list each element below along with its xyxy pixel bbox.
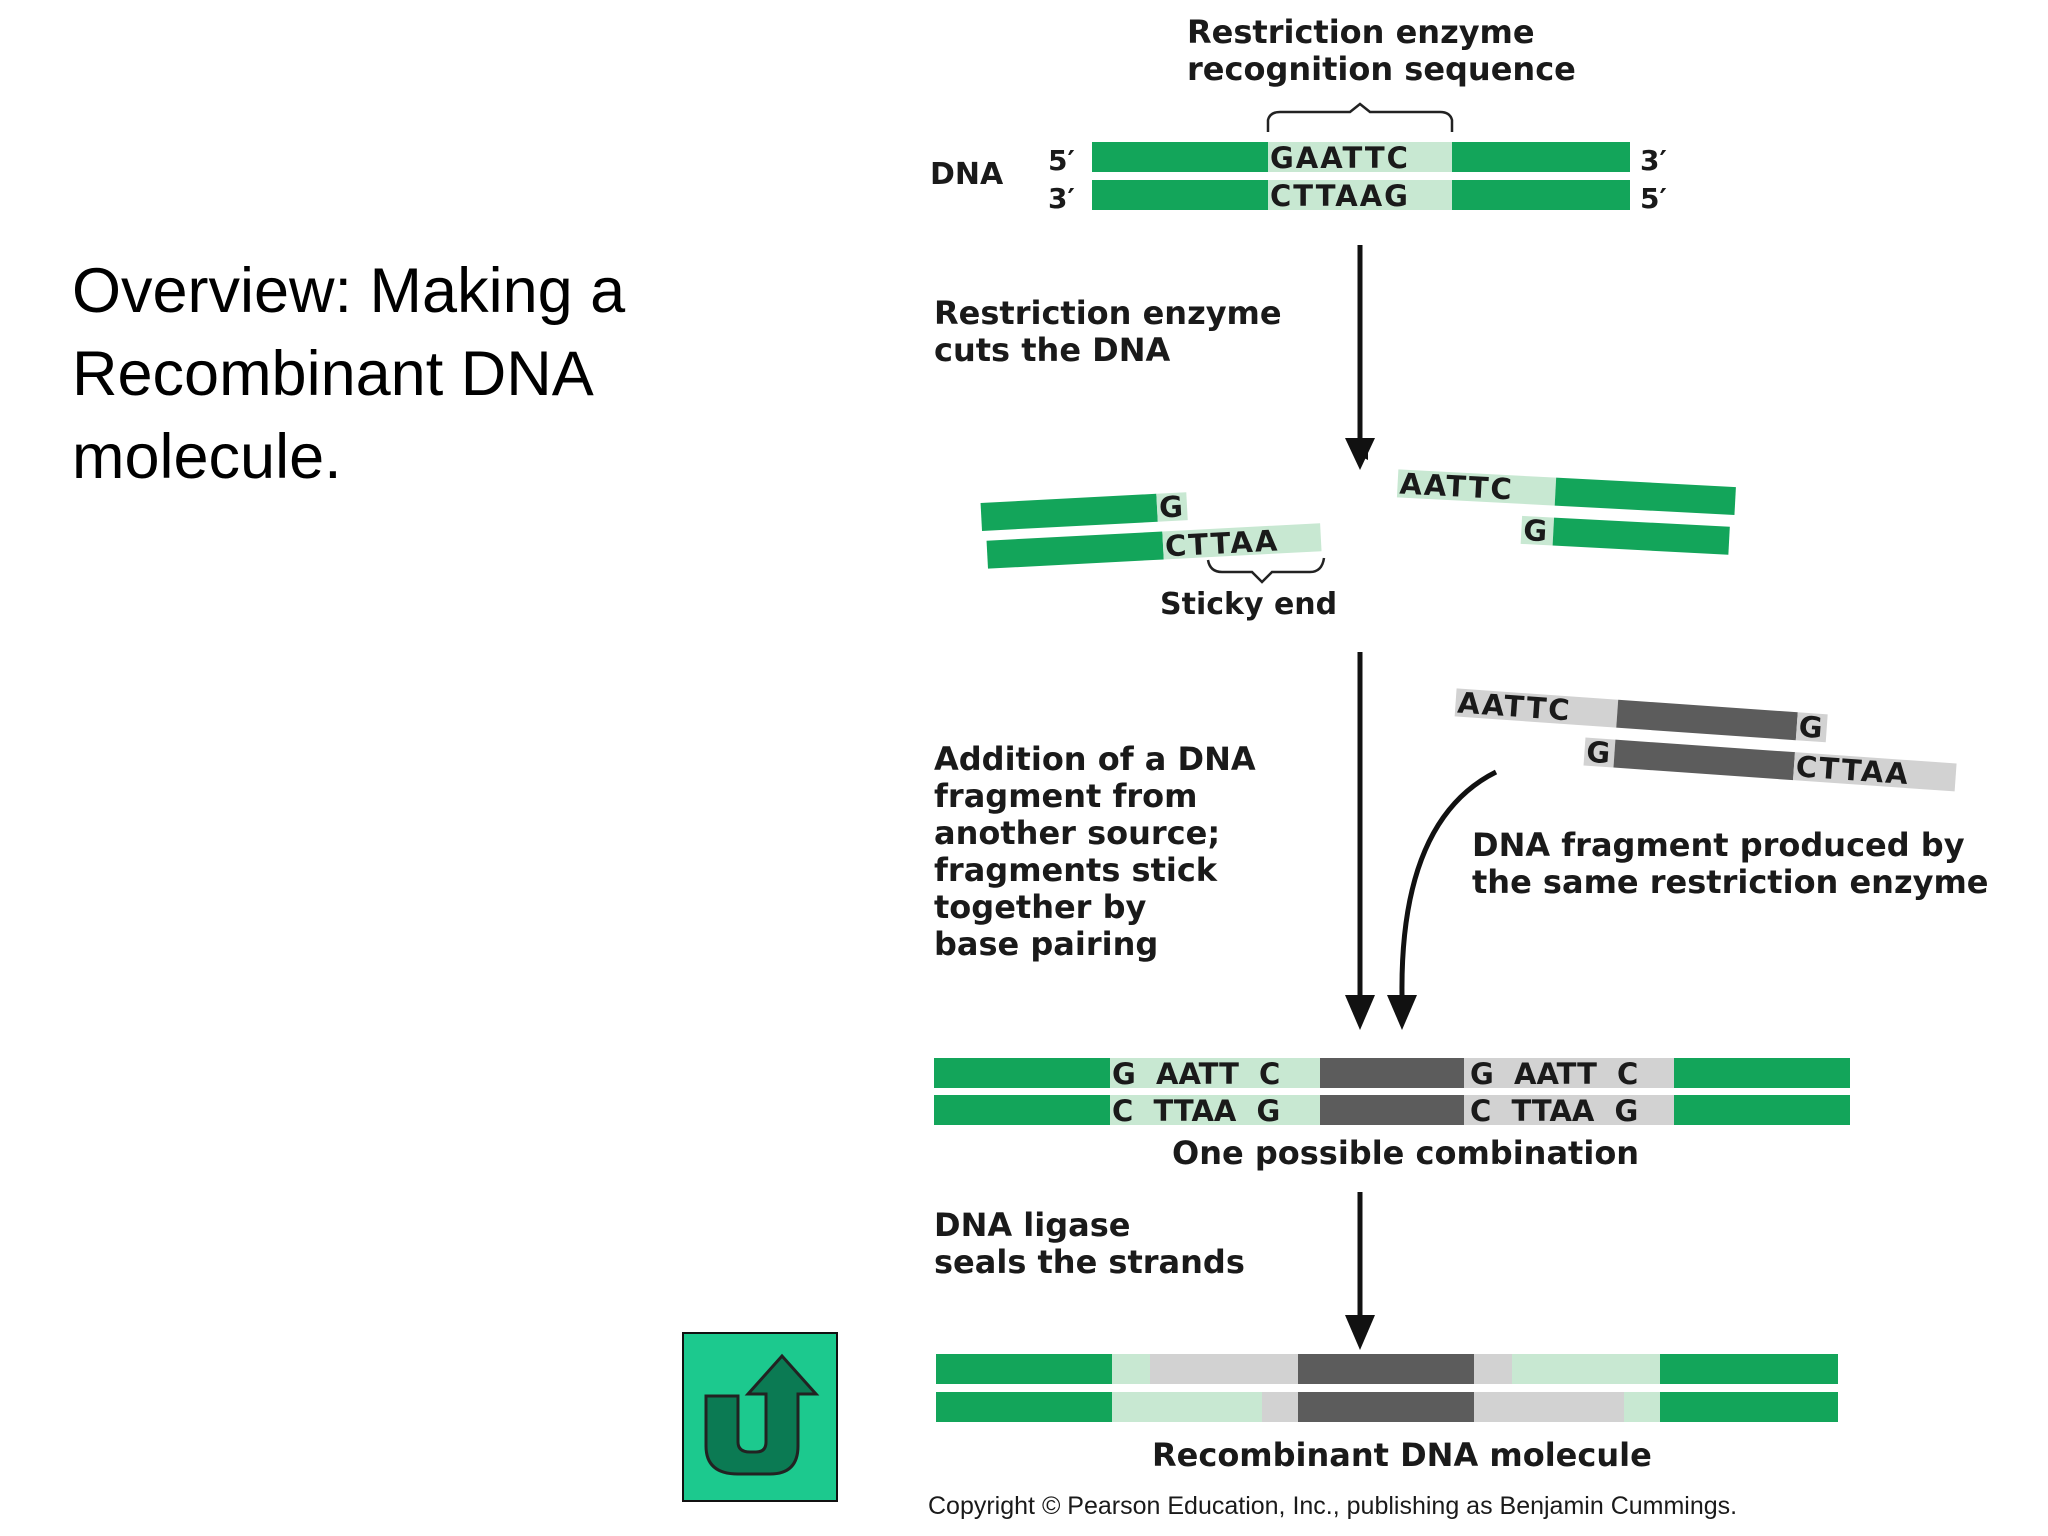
end-3prime-bottom-left: 3′: [1048, 182, 1075, 215]
cut-right-bottom-base: G: [1522, 513, 1548, 548]
combo-top-right-bases: G AATT C: [1470, 1057, 1638, 1091]
dna-bottom-strand-right: [1452, 180, 1630, 210]
recognition-label-line1: Restriction enzyme: [1187, 13, 1535, 51]
site-bottom-sequence: CTTAAG: [1270, 179, 1410, 213]
fragment-caption-line2: the same restriction enzyme: [1472, 863, 1988, 901]
end-5prime-top-left: 5′: [1048, 144, 1075, 177]
combination-molecule: G AATT C G AATT C C TTAA G C TTAA G: [934, 1057, 1850, 1128]
copyright-notice: Copyright © Pearson Education, Inc., pub…: [928, 1492, 1738, 1520]
sticky-end-label: Sticky end: [1160, 587, 1337, 622]
end-3prime-top-right: 3′: [1640, 144, 1667, 177]
end-5prime-bottom-right: 5′: [1640, 182, 1667, 215]
dna-bottom-site: [1268, 180, 1452, 210]
step1-label-line2: cuts the DNA: [934, 331, 1171, 369]
combo-top-left-bases: G AATT C: [1112, 1057, 1280, 1091]
step2-label-line4: fragments stick: [934, 851, 1218, 889]
recognition-label-line2: recognition sequence: [1187, 50, 1576, 88]
cut-left-fragment: G CTTAA: [980, 489, 1322, 569]
cut-left-bottom-bases: CTTAA: [1164, 523, 1280, 563]
result-label: Recombinant DNA molecule: [1152, 1436, 1652, 1474]
dna-top-strand-left: [1092, 142, 1268, 172]
fragment-caption-line1: DNA fragment produced by: [1472, 826, 1965, 864]
dna-label: DNA: [930, 157, 1004, 192]
step2-label-line5: together by: [934, 888, 1147, 926]
step2-label-line2: fragment from: [934, 777, 1198, 815]
combination-label: One possible combination: [1172, 1134, 1639, 1172]
step2-arrow-curved: [1399, 769, 1498, 996]
fragment-bottom-right-bases: CTTAA: [1795, 749, 1911, 791]
combo-bottom-right-bases: C TTAA G: [1470, 1094, 1638, 1128]
step3-label-line2: seals the strands: [934, 1243, 1245, 1281]
step1-label-line1: Restriction enzyme: [934, 294, 1282, 332]
recognition-brace: [1266, 102, 1454, 132]
step3-label-line1: DNA ligase: [934, 1206, 1130, 1244]
dna-bottom-strand-left: [1092, 180, 1268, 210]
fragment-top-left-bases: AATTC: [1456, 686, 1572, 728]
site-top-sequence: GAATTC: [1270, 141, 1410, 175]
dna-top-strand-right: [1452, 142, 1630, 172]
cut-right-fragment: AATTC G: [1396, 466, 1736, 555]
step2-label-line3: another source;: [934, 814, 1220, 852]
recombinant-molecule: [936, 1354, 1838, 1422]
step2-label-line1: Addition of a DNA: [934, 740, 1256, 778]
dna-top-site: [1268, 142, 1452, 172]
cut-right-top-bases: AATTC: [1399, 466, 1515, 506]
sticky-end-brace: [1206, 557, 1326, 584]
combo-bottom-left-bases: C TTAA G: [1112, 1094, 1280, 1128]
fragment-top-right-base: G: [1798, 709, 1824, 745]
u-turn-arrow-icon: [704, 1353, 820, 1476]
back-button[interactable]: [682, 1332, 838, 1502]
foreign-fragment: AATTC G G CTTAA: [1454, 686, 1957, 792]
fragment-bottom-left-base: G: [1585, 735, 1611, 771]
slide-title: Overview: Making a Recombinant DNA molec…: [72, 256, 626, 492]
cut-left-top-base: G: [1158, 489, 1184, 524]
step2-label-line6: base pairing: [934, 925, 1158, 963]
